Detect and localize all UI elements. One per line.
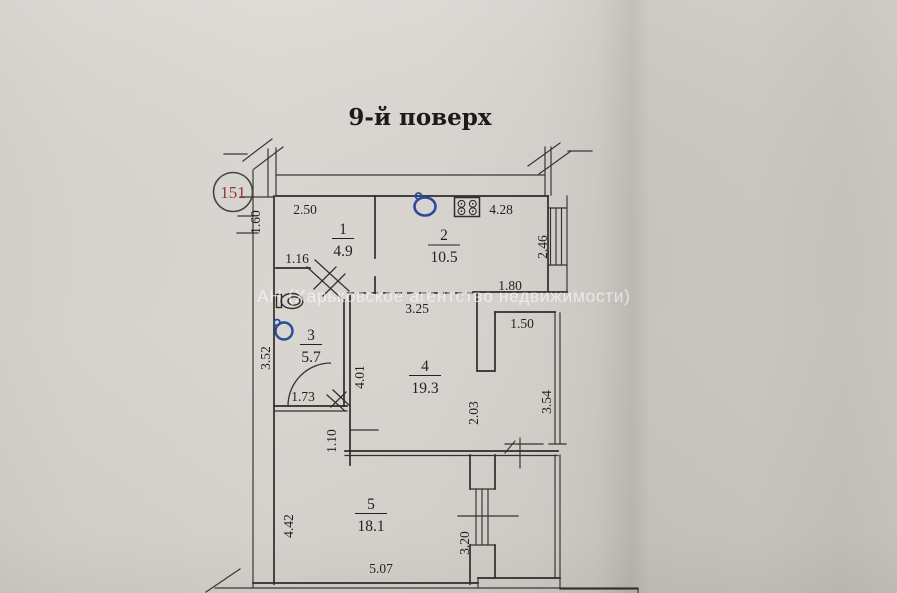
- room-area-label: 10.5: [430, 249, 457, 266]
- bathroom-sink-icon: [273, 318, 294, 341]
- badge-circle: [212, 171, 254, 213]
- room-label-2: 2 10.5: [428, 227, 460, 266]
- door-swing-arc: [287, 362, 332, 407]
- watermark-text: АН (Харьковское агентство недвижимости): [257, 286, 631, 306]
- dimension-label: 2.50: [293, 202, 317, 217]
- dimension-label: 4.01: [352, 365, 367, 389]
- dimension-label: 1.50: [510, 316, 534, 331]
- floor-title: 9-й поверх: [348, 104, 491, 131]
- dimension-label: 3.25: [405, 301, 429, 316]
- dimension-label: 3.20: [457, 531, 472, 555]
- room-label-3: 3 5.7: [300, 327, 322, 366]
- kitchen-sink-icon: [413, 192, 437, 217]
- room-number-label: 5: [367, 496, 375, 513]
- room-number-label: 3: [307, 327, 315, 344]
- dimension-label: 1.16: [285, 251, 309, 266]
- windows-and-detail-lines: [273, 195, 639, 593]
- dimension-label: 2.46: [535, 235, 550, 259]
- dimension-label: 1.60: [248, 210, 263, 234]
- room-number-label: 4: [421, 358, 429, 375]
- apartment-walls: [252, 195, 568, 585]
- room-labels: 1 4.9 2 10.5 3 5.7 4 19.3 5 18.1: [300, 221, 460, 535]
- room-area-label: 5.7: [301, 349, 321, 366]
- dimension-label: 2.03: [466, 401, 481, 425]
- room-area-label: 4.9: [333, 243, 353, 260]
- apartment-number-badge: 151: [212, 171, 254, 213]
- dimension-label: 4.42: [281, 514, 296, 538]
- dimension-label: 3.54: [539, 390, 554, 414]
- dimension-label: 3.52: [258, 346, 273, 370]
- dimension-label: 5.07: [369, 561, 393, 576]
- room-label-4: 4 19.3: [409, 358, 441, 397]
- room-number-label: 1: [339, 221, 347, 238]
- dimension-label: 1.10: [324, 429, 339, 453]
- dimension-label: 4.28: [489, 202, 513, 217]
- dimension-labels: 2.50 4.28 1.60 1.16 2.46 1.80 3.25 1.50 …: [248, 202, 554, 576]
- room-area-label: 18.1: [357, 518, 384, 535]
- room-number-label: 2: [440, 227, 448, 244]
- dimension-label: 1.80: [498, 278, 522, 293]
- room-label-5: 5 18.1: [355, 496, 387, 535]
- toilet-icon: [275, 292, 304, 310]
- building-break-marks: [205, 138, 639, 593]
- room-label-1: 1 4.9: [332, 221, 354, 260]
- room-area-label: 19.3: [411, 380, 438, 397]
- dimension-label: 1.73: [291, 389, 315, 404]
- stove-icon: [453, 196, 481, 218]
- apartment-number: 151: [220, 183, 246, 202]
- hatched-wall-segments: [306, 259, 351, 412]
